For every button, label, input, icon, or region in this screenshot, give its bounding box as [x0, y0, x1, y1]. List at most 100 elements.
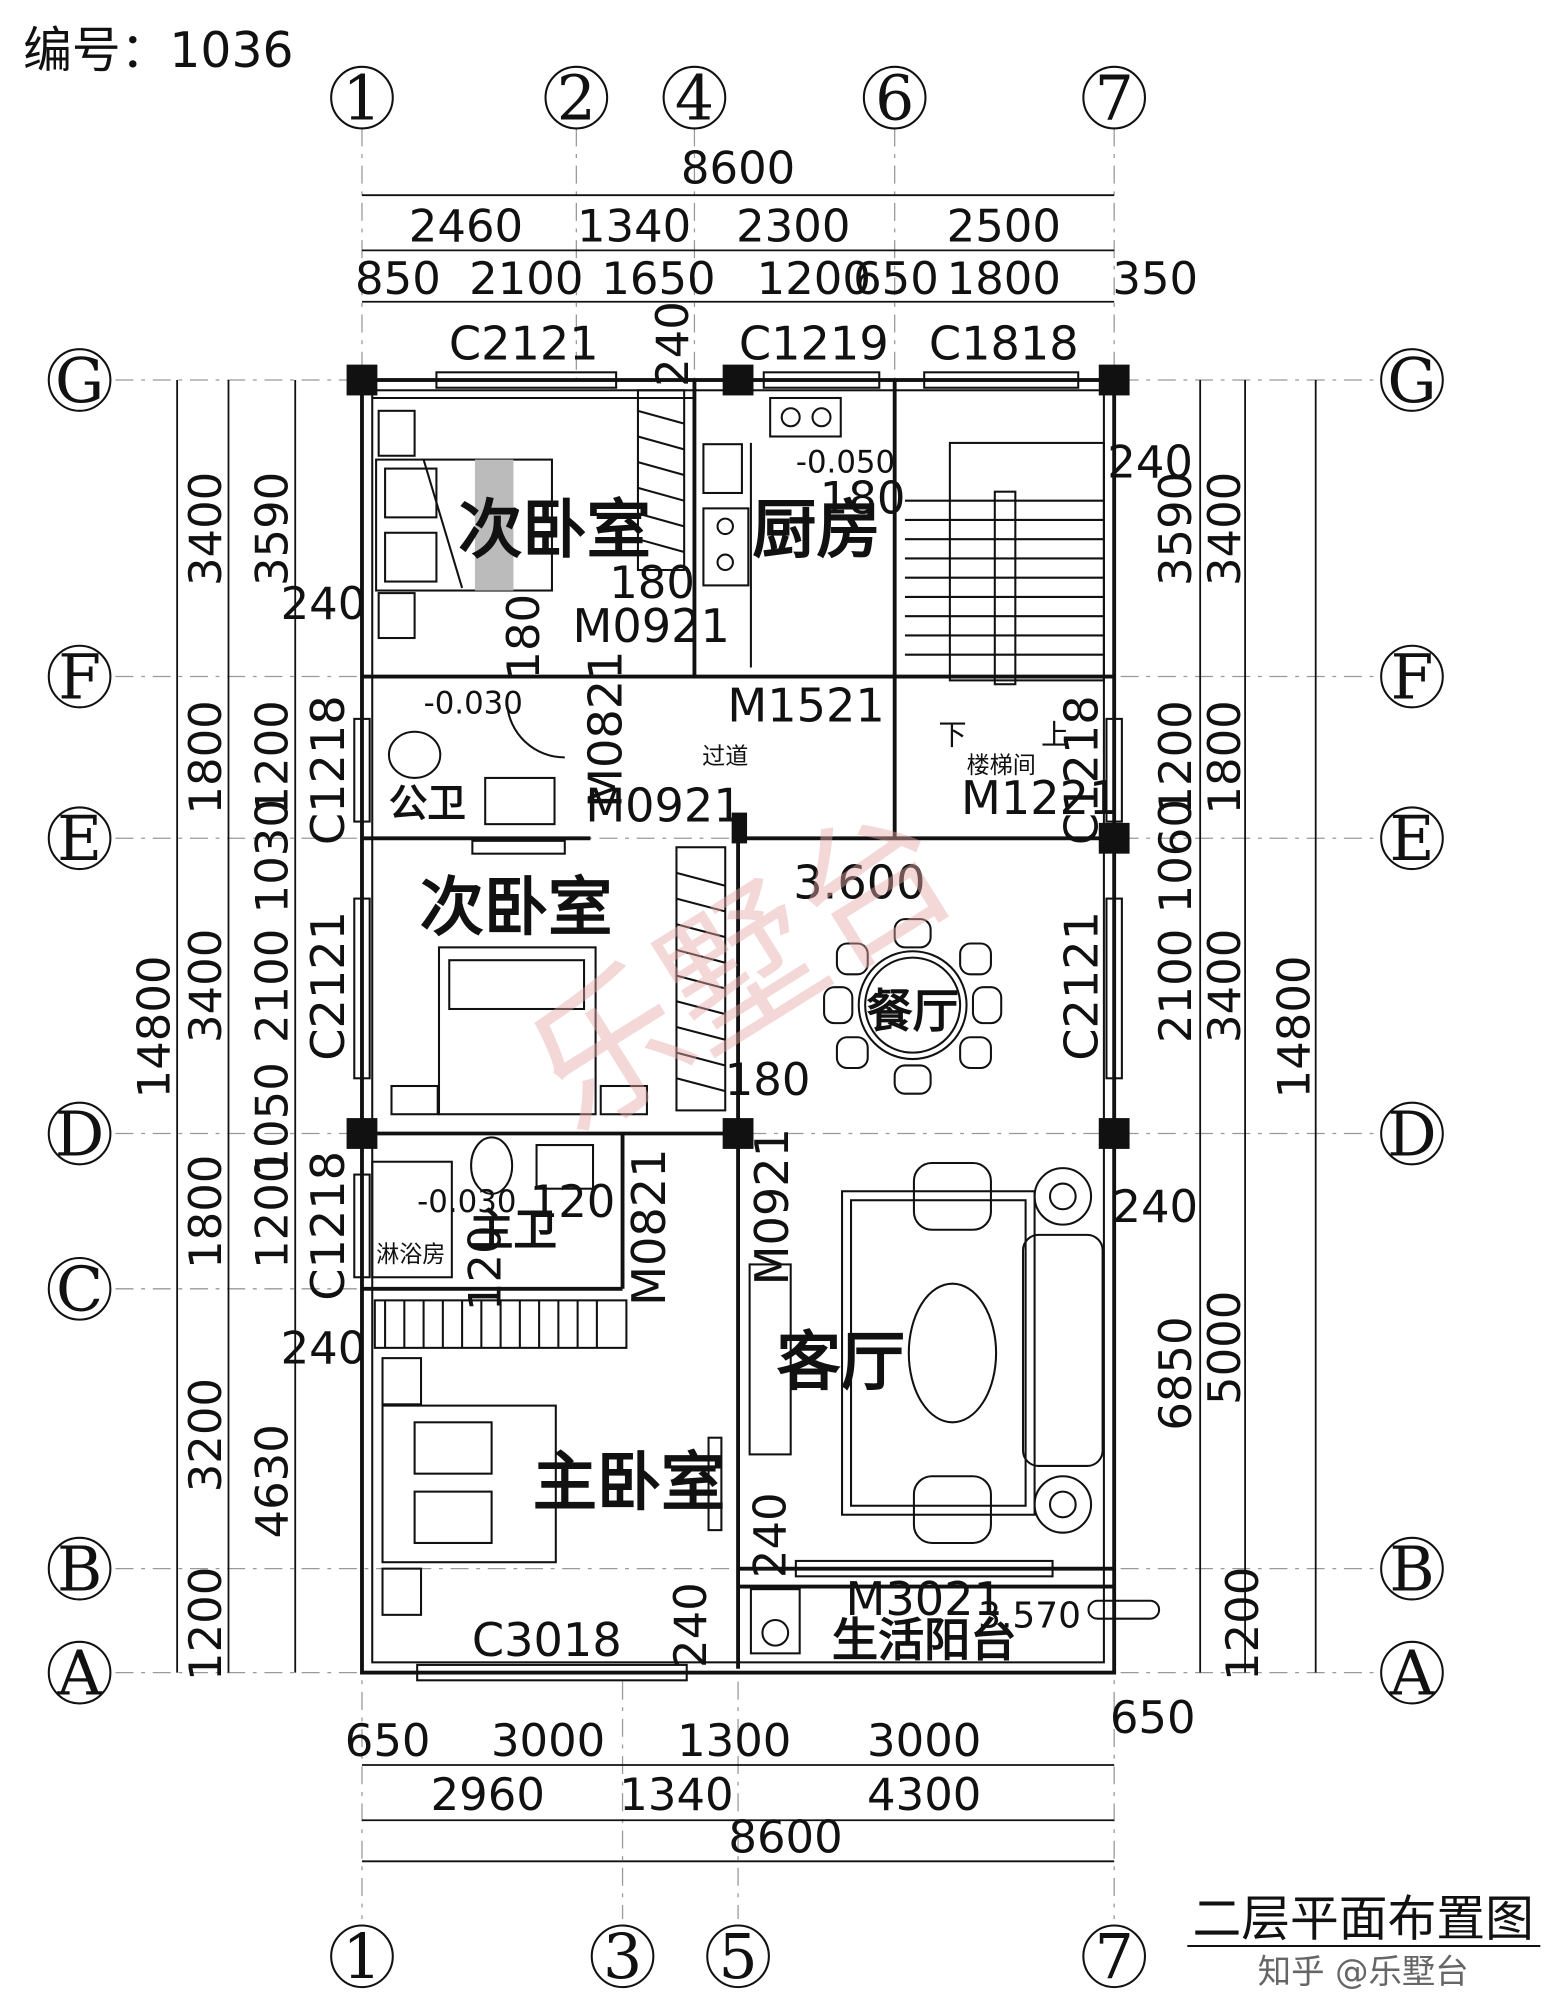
- dim-note: 240: [281, 577, 367, 630]
- axis-label: G: [55, 345, 104, 417]
- dim-bottom-row1: 3000: [491, 1714, 605, 1767]
- axis-label: E: [1389, 803, 1434, 875]
- door-label: M0921: [585, 779, 742, 833]
- axis-label: B: [57, 1533, 102, 1605]
- public-wc-fixtures: [387, 703, 565, 826]
- columns: [346, 364, 1130, 1149]
- room-label-master-bed: 主卧室: [533, 1445, 726, 1520]
- axis-bubbles: 1 2 4 6 7 1 3 5 7 G F E D C B A G F E D …: [47, 62, 1444, 1993]
- window-label: C3018: [472, 1613, 622, 1667]
- dim-bottom-row2: 2960: [431, 1768, 545, 1821]
- door-label: M1521: [727, 678, 884, 732]
- dim-top-row1: 1340: [577, 199, 691, 252]
- stair: [904, 441, 1105, 686]
- room-label-stair: 楼梯间: [967, 753, 1036, 779]
- living-furniture: [748, 1161, 1104, 1544]
- axis-label: F: [58, 641, 101, 713]
- dim-right-outer: 5000: [1198, 1291, 1251, 1405]
- elevation-mark: 3.570: [978, 1596, 1081, 1637]
- bed-furniture-master: [373, 1299, 723, 1616]
- door-label: M0821: [622, 1148, 676, 1305]
- dim-top-total: 8600: [681, 142, 795, 195]
- dim-bottom-row1: 650: [345, 1714, 431, 1767]
- axis-label: D: [1387, 1098, 1436, 1170]
- walls: [360, 378, 1117, 1675]
- room-label-balcony: 生活阳台: [832, 1613, 1017, 1667]
- dim-note: 240: [1107, 436, 1193, 489]
- window-label: C1219: [739, 316, 889, 370]
- elevation-mark: -0.050: [796, 444, 895, 480]
- dim-note: 180: [609, 556, 695, 609]
- dim-top-row1: 2460: [409, 199, 523, 252]
- axis-label: 7: [1095, 62, 1134, 134]
- plan-code: 编号：1036: [23, 22, 293, 79]
- dim-note: 240: [281, 1321, 367, 1374]
- dim-right-total: 14800: [1267, 956, 1320, 1099]
- dim-right-outer: 3400: [1198, 472, 1251, 586]
- axis-label: 3: [603, 1921, 642, 1993]
- dim-bottom-row1: 3000: [867, 1714, 981, 1767]
- axis-label: F: [1391, 641, 1434, 713]
- dim-left-inner: 1030: [246, 799, 299, 913]
- axis-label: 4: [675, 62, 714, 134]
- plan-title: 二层平面布置图: [1193, 1891, 1534, 1948]
- dim-right-inner: 6850: [1149, 1316, 1202, 1430]
- axis-label: B: [1389, 1533, 1434, 1605]
- room-labels: 次卧室 厨房 公卫 过道 楼梯间 次卧室 餐厅 主卫 淋浴房 客厅 主卧室 生活…: [376, 493, 1036, 1667]
- axis-label: A: [1389, 1637, 1436, 1709]
- window-label: C1218: [301, 695, 355, 845]
- axis-label: A: [56, 1637, 103, 1709]
- door-label: M3021: [845, 1572, 1002, 1626]
- dim-top-row2: 2100: [469, 252, 583, 305]
- room-label-living: 客厅: [777, 1325, 905, 1400]
- right-dimensions: 3590 1200 1060 2100 6850 1200 3400 1800 …: [1149, 380, 1320, 1681]
- window-label: C2121: [449, 316, 599, 370]
- room-label-bed2-mid: 次卧室: [420, 870, 613, 945]
- dim-top-row2: 850: [355, 252, 441, 305]
- stair-direction: 上: [1041, 719, 1069, 752]
- dim-left-inner: 1200: [246, 1155, 299, 1269]
- dim-right-inner: 2100: [1149, 929, 1202, 1043]
- stair-direction: 下: [938, 719, 966, 752]
- dim-right-outer: 3400: [1198, 929, 1251, 1043]
- bottom-dimensions: 650 3000 1300 3000 650 2960 1340 4300 86…: [345, 1691, 1196, 1863]
- elevation-mark: -0.030: [424, 686, 523, 722]
- window-label: C1218: [1054, 695, 1108, 845]
- dim-note: 180: [820, 472, 906, 525]
- room-label-public-wc: 公卫: [389, 781, 466, 826]
- dim-note: 240: [664, 1582, 717, 1668]
- elevation-mark: -0.030: [417, 1184, 516, 1220]
- dim-left-inner: 3590: [246, 472, 299, 586]
- dim-left-inner: 4630: [246, 1424, 299, 1538]
- axis-label: C: [56, 1254, 103, 1326]
- window-label: C1218: [301, 1151, 355, 1301]
- dim-top-row1: 2300: [736, 199, 850, 252]
- windows: [353, 371, 1123, 1682]
- dim-left-inner: 1050: [246, 1062, 299, 1176]
- room-label-dining: 餐厅: [866, 984, 958, 1038]
- door-label: M1221: [961, 771, 1118, 825]
- dim-top-row2: 350: [1112, 252, 1198, 305]
- kitchen-fixtures: [702, 396, 842, 668]
- dim-left-outer: 3400: [179, 929, 232, 1043]
- dim-note: 120: [459, 1225, 512, 1311]
- dim-left-outer: 3200: [179, 1378, 232, 1492]
- dim-left-total: 14800: [127, 956, 180, 1099]
- dim-note: 240: [646, 301, 699, 387]
- dim-right-outer: 1800: [1198, 700, 1251, 814]
- axis-label: 1: [342, 62, 381, 134]
- axis-label: 5: [718, 1921, 757, 1993]
- room-label-shower: 淋浴房: [376, 1242, 445, 1268]
- dim-left-outer: 1800: [179, 1155, 232, 1269]
- room-label-master-wc: 主卫: [470, 1205, 557, 1256]
- dim-note: 240: [744, 1492, 797, 1578]
- bed-furniture-top: [375, 389, 686, 640]
- axis-label: 1: [342, 1921, 381, 1993]
- dim-top-row1: 2500: [947, 199, 1061, 252]
- dim-bottom-row2: 4300: [867, 1768, 981, 1821]
- dim-top-row2: 1200: [757, 252, 871, 305]
- dim-left-outer: 3400: [179, 472, 232, 586]
- door-label: M0821: [578, 650, 632, 807]
- dim-bottom-row2: 1340: [619, 1768, 733, 1821]
